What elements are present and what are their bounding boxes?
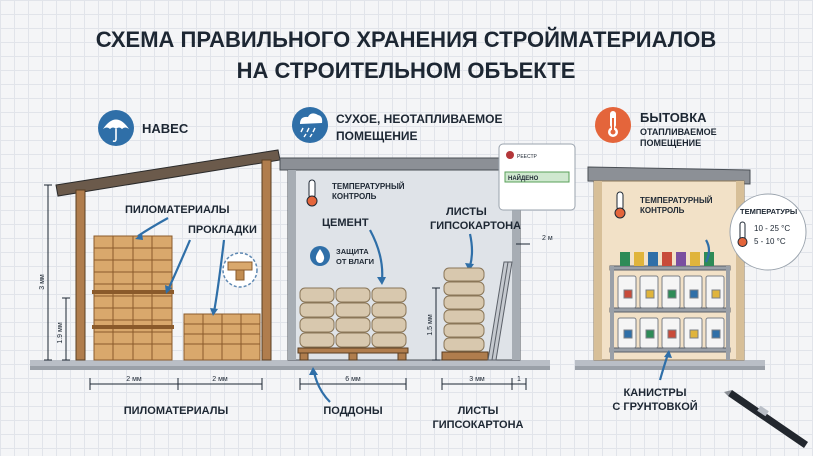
- bottom-drywall-label-line-2: ГИПСОКАРТОНА: [432, 419, 523, 431]
- rain-cloud-icon: [292, 107, 328, 143]
- bottom-canisters-label-line-2: С ГРУНТОВКОЙ: [612, 400, 697, 413]
- bottom-pallets-label: ПОДДОНЫ: [323, 405, 382, 417]
- drywall-sheets: [487, 261, 513, 361]
- drywall-label-line-1: ЛИСТЫ: [446, 206, 487, 218]
- temp-control-label-line-1: ТЕМПЕРАТУРНЫЙ: [332, 182, 405, 191]
- canopy-structure: [55, 149, 281, 361]
- registry-status: НАЙДЕНО: [508, 174, 539, 182]
- gap-2-label: 2 мм: [212, 376, 228, 383]
- dry-room-title-line-2: ПОМЕЩЕНИЕ: [336, 129, 418, 143]
- gap-1-label: 2 мм: [126, 376, 142, 383]
- canopy-title: НАВЕС: [142, 121, 189, 136]
- drywall-gap-label: 1: [517, 376, 521, 383]
- canopy-header: НАВЕС: [98, 110, 189, 146]
- pallet-width-label: 6 мм: [345, 376, 361, 383]
- paint-tins: [620, 252, 714, 266]
- moisture-label-line-2: ОТ ВЛАГИ: [336, 257, 374, 266]
- moisture-label-line-1: ЗАЩИТА: [336, 247, 369, 256]
- umbrella-icon: [98, 110, 134, 146]
- cement-bags: [299, 287, 407, 348]
- spacer-detail-magnifier: [222, 252, 258, 288]
- cabin-header: БЫТОВКА ОТАПЛИВАЕМОЕ ПОМЕЩЕНИЕ: [595, 107, 717, 148]
- temperature-title: ТЕМПЕРАТУРЫ: [740, 207, 797, 216]
- title-line-1: СХЕМА ПРАВИЛЬНОГО ХРАНЕНИЯ СТРОЙМАТЕРИАЛ…: [96, 27, 716, 52]
- bottom-lumber-label: ПИЛОМАТЕРИАЛЫ: [124, 405, 229, 417]
- cabin-subtitle-line-1: ОТАПЛИВАЕМОЕ: [640, 127, 717, 137]
- cabin-temp-control-line-2: КОНТРОЛЬ: [640, 206, 685, 215]
- lumber-height-label: 1.9 мм: [57, 322, 64, 343]
- registry-popup[interactable]: РЕЕСТР НАЙДЕНО: [498, 143, 576, 211]
- temperature-callout: [729, 193, 807, 271]
- lumber-stack-small: [183, 313, 261, 361]
- lumber-stack: [92, 235, 174, 361]
- drywall-width-label: 3 мм: [469, 376, 485, 383]
- temp-range-2: 5 - 10 °C: [754, 237, 786, 246]
- cabin-temp-control-line-1: ТЕМПЕРАТУРНЫЙ: [640, 196, 713, 205]
- moisture-drop-icon: [310, 246, 330, 266]
- ground: [30, 360, 765, 370]
- drywall-bags: [443, 267, 485, 352]
- lumber-label: ПИЛОМАТЕРИАЛЫ: [125, 204, 230, 216]
- registry-title: РЕЕСТР: [517, 154, 538, 160]
- pen-icon: [724, 390, 808, 448]
- dry-room-title-line-1: СУХОЕ, НЕОТАПЛИВАЕМОЕ: [336, 112, 503, 126]
- cabin-thermometer-icon: [614, 191, 626, 219]
- dry-room-thermometer-icon: [306, 179, 318, 207]
- cabin-subtitle-line-2: ПОМЕЩЕНИЕ: [640, 138, 701, 148]
- title-line-2: НА СТРОИТЕЛЬНОМ ОБЪЕКТЕ: [237, 58, 576, 83]
- canopy-height-label: 3 мм: [39, 274, 46, 290]
- cabin-title: БЫТОВКА: [640, 110, 707, 125]
- spacers-label: ПРОКЛАДКИ: [188, 224, 257, 236]
- bottom-drywall-label-line-1: ЛИСТЫ: [458, 405, 499, 417]
- thermometer-icon: [595, 107, 631, 143]
- drywall-label-line-2: ГИПСОКАРТОНА: [430, 220, 521, 232]
- cement-label: ЦЕМЕНТ: [322, 217, 369, 229]
- bag-height-label: 1.5 мм: [427, 314, 434, 335]
- pallet: [297, 347, 409, 361]
- primer-canisters: [617, 275, 725, 349]
- bottom-canisters-label-line-1: КАНИСТРЫ: [623, 387, 686, 399]
- wall-gap-label: 2 м: [542, 235, 553, 242]
- temp-control-label-line-2: КОНТРОЛЬ: [332, 192, 377, 201]
- dry-room-header: СУХОЕ, НЕОТАПЛИВАЕМОЕ ПОМЕЩЕНИЕ: [292, 107, 503, 143]
- temp-range-1: 10 - 25 °C: [754, 224, 790, 233]
- canopy-dimensions: [44, 184, 263, 390]
- cabin-shelf: [609, 265, 731, 360]
